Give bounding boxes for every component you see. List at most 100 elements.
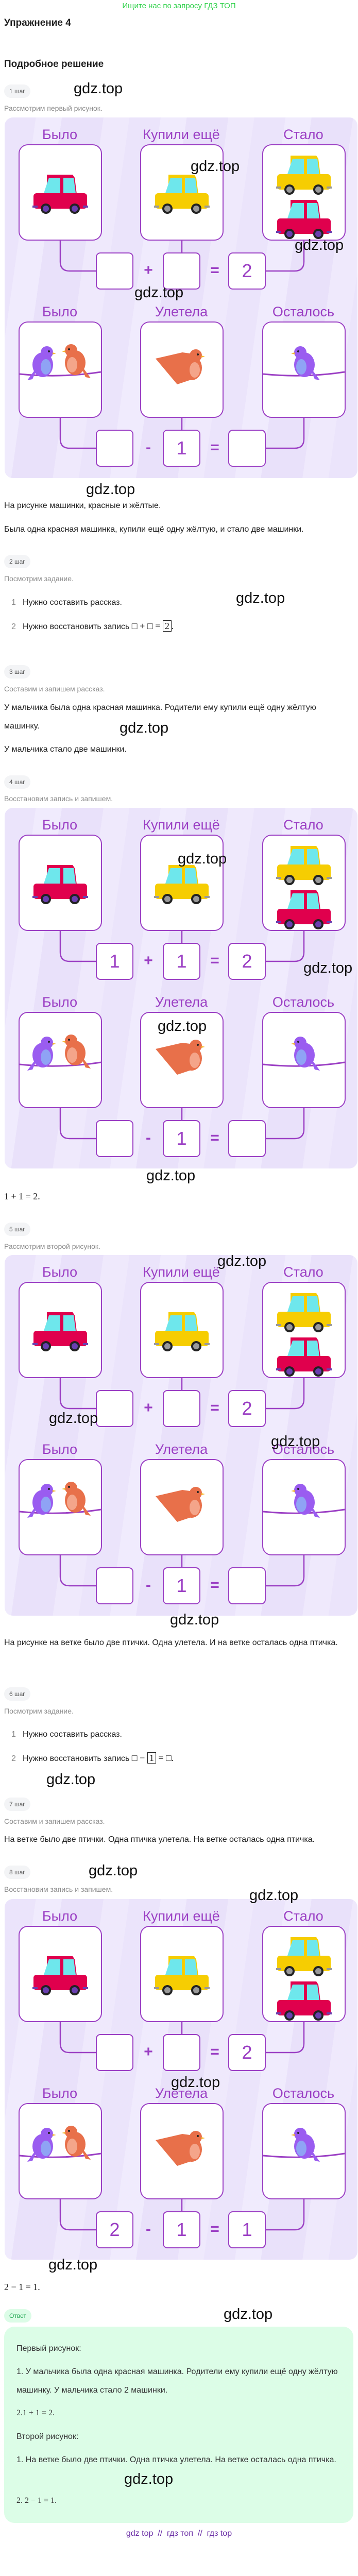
- answer-box-input[interactable]: [163, 2034, 200, 2071]
- watermark-text: gdz.top: [49, 1410, 98, 1427]
- picture-card: [262, 144, 346, 241]
- answer-box-input[interactable]: [96, 252, 133, 290]
- watermark-text: gdz.top: [74, 80, 123, 97]
- answer-box-input[interactable]: [96, 1390, 133, 1427]
- picture-card: [262, 1012, 346, 1108]
- picture-card: [140, 1459, 224, 1555]
- answer-heading: Второй рисунок:: [16, 2432, 79, 2441]
- watermark-text: gdz.top: [48, 2257, 98, 2273]
- answer-box-input[interactable]: [96, 1120, 133, 1157]
- column-title: Улетела: [155, 2086, 208, 2101]
- answer-box-input[interactable]: 1: [163, 943, 200, 980]
- footer-links[interactable]: gdz top // гдз топ // гдз top: [126, 2529, 232, 2538]
- picture-card: [19, 835, 102, 931]
- watermark-text: gdz.top: [46, 1771, 96, 1788]
- step-description: Составим и запишем рассказ.: [4, 685, 105, 693]
- result-equation: 2 − 1 = 1.: [4, 2282, 40, 2292]
- connector-lines: [59, 1555, 305, 1587]
- watermark-text: gdz.top: [295, 237, 344, 253]
- answer-box: Первый рисунок: 1. У мальчика была одна …: [4, 2327, 353, 2523]
- column-title: Осталось: [272, 304, 335, 319]
- result-equation: 1 + 1 = 2.: [4, 1191, 40, 1201]
- column-title: Было: [42, 127, 78, 142]
- step-badge: 2 шаг: [4, 555, 30, 568]
- step-description: Составим и запишем рассказ.: [4, 1817, 105, 1825]
- connector-lines: [59, 1108, 305, 1140]
- column-title: Было: [42, 817, 78, 833]
- answer-box-input[interactable]: 1: [163, 430, 200, 467]
- picture-card: [19, 144, 102, 241]
- watermark-text: gdz.top: [120, 720, 169, 736]
- picture-card: [140, 1926, 224, 2022]
- answer-equation: 2. 2 − 1 = 1.: [16, 2496, 57, 2505]
- ad-banner[interactable]: Ищите нас по запросу ГДЗ ТОП: [122, 2, 236, 10]
- list-text: Нужно составить рассказ.: [23, 598, 122, 607]
- operator-sign: -: [146, 1577, 151, 1594]
- section-heading: Подробное решение: [4, 59, 104, 70]
- step-description: Посмотрим задание.: [4, 574, 74, 583]
- answer-box-input[interactable]: 1: [163, 2211, 200, 2248]
- picture-card: [262, 1459, 346, 1555]
- answer-box-input[interactable]: [96, 2034, 133, 2071]
- blank-box: □: [165, 1753, 172, 1763]
- answer-box-input[interactable]: 1: [163, 1567, 200, 1604]
- operator-sign: =: [210, 952, 219, 969]
- picture-card: [19, 1459, 102, 1555]
- boxed-number: 2: [162, 620, 172, 632]
- figure-panel: Было Купили ещё Стало 2+= Было: [5, 1899, 357, 2260]
- watermark-text: gdz.top: [170, 1612, 219, 1628]
- paragraph: На рисунке на ветке было две птички. Одн…: [4, 1638, 338, 1647]
- operator-sign: +: [144, 262, 153, 279]
- answer-box-input[interactable]: 2: [228, 2034, 266, 2071]
- column-title: Стало: [283, 817, 323, 833]
- answer-box-input[interactable]: 1: [163, 1120, 200, 1157]
- operator-sign: +: [144, 2043, 153, 2060]
- answer-box-input[interactable]: [228, 1567, 266, 1604]
- answer-box-input[interactable]: [228, 430, 266, 467]
- answer-box-input[interactable]: 1: [228, 2211, 266, 2248]
- watermark-text: gdz.top: [236, 590, 285, 606]
- answer-box-input[interactable]: 2: [228, 1390, 266, 1427]
- answer-box-input[interactable]: 2: [228, 943, 266, 980]
- answer-box-input[interactable]: [96, 430, 133, 467]
- period: .: [171, 1753, 174, 1763]
- watermark-text: gdz.top: [134, 284, 184, 301]
- step-description: Рассмотрим второй рисунок.: [4, 1242, 100, 1250]
- picture-card: [262, 1926, 346, 2022]
- column-title: Осталось: [272, 994, 335, 1010]
- picture-card: [140, 835, 224, 931]
- answer-box-input[interactable]: [163, 252, 200, 290]
- picture-card: [19, 1926, 102, 2022]
- picture-card: [140, 144, 224, 241]
- operator-sign: -: [146, 1129, 151, 1146]
- connector-lines: [59, 1378, 305, 1410]
- list-text: Нужно восстановить запись: [23, 1754, 130, 1763]
- paragraph: На рисунке машинки, красные и жёлтые.: [4, 501, 161, 510]
- operator: =: [158, 1753, 164, 1763]
- picture-card: [262, 835, 346, 931]
- column-title: Купили ещё: [143, 817, 220, 833]
- answer-box-input[interactable]: [228, 1120, 266, 1157]
- answer-box-input[interactable]: [163, 1390, 200, 1427]
- watermark-text: gdz.top: [178, 851, 227, 867]
- step-description: Посмотрим задание.: [4, 1707, 74, 1715]
- column-title: Было: [42, 304, 78, 319]
- picture-card: [19, 2103, 102, 2199]
- answer-box-input[interactable]: 2: [228, 252, 266, 290]
- column-title: Осталось: [272, 1442, 335, 1457]
- operator-sign: =: [210, 1129, 219, 1146]
- list-number: 2: [11, 1754, 16, 1763]
- step-description: Рассмотрим первый рисунок.: [4, 104, 103, 112]
- paragraph: У мальчика была одна красная машинка. Ро…: [4, 703, 316, 731]
- watermark-text: gdz.top: [217, 1253, 267, 1269]
- watermark-text: gdz.top: [191, 158, 240, 175]
- step-badge: 1 шаг: [4, 84, 30, 98]
- answer-box-input[interactable]: 2: [96, 2211, 133, 2248]
- answer-box-input[interactable]: [96, 1567, 133, 1604]
- answer-box-input[interactable]: 1: [96, 943, 133, 980]
- blank-box: □: [147, 621, 153, 631]
- watermark-text: gdz.top: [146, 1167, 196, 1184]
- answer-badge: Ответ: [4, 2309, 31, 2323]
- list-text: Нужно восстановить запись: [23, 622, 130, 631]
- connector-lines: [59, 931, 305, 962]
